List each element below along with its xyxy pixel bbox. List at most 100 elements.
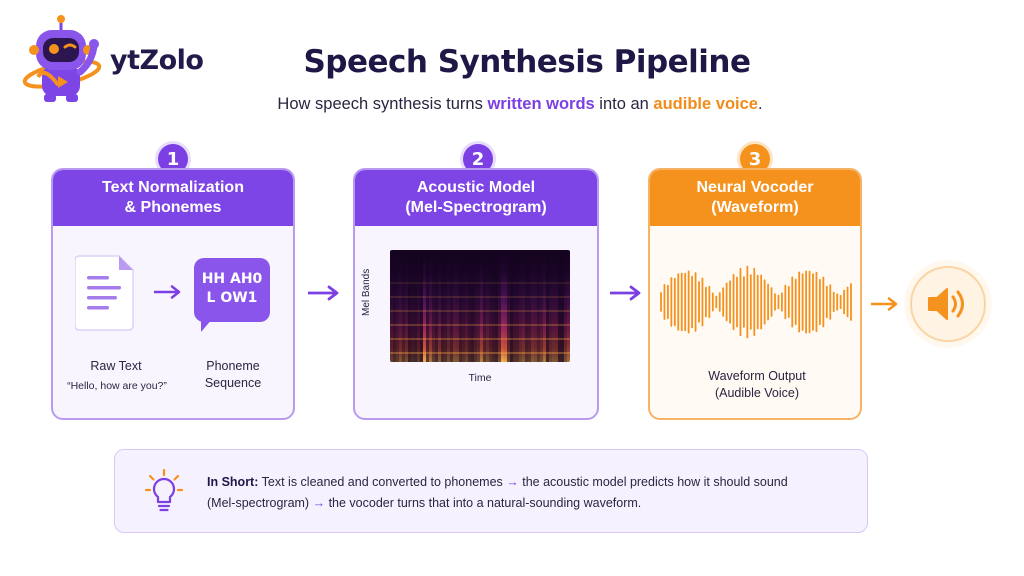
spectrogram-column — [534, 250, 537, 362]
phoneme-label-line1: Phoneme — [206, 359, 260, 373]
waveform-output-label: Waveform Output — [708, 369, 806, 383]
spectrogram-column — [432, 250, 435, 362]
spectrogram-x-label: Time — [468, 372, 492, 384]
brand-logo: ytZolo — [18, 14, 204, 106]
step-2-title-line1: Acoustic Model — [416, 179, 536, 196]
spectrogram-column — [405, 250, 408, 362]
arrow-right-icon — [154, 285, 181, 299]
spectrogram-column — [399, 250, 402, 362]
step-3-header: Neural Vocoder (Waveform) — [650, 170, 860, 226]
spectrogram-harmonic-band — [390, 338, 570, 340]
brand-name: ytZolo — [110, 44, 204, 76]
spectrogram-column — [429, 250, 432, 362]
spectrogram-column — [474, 250, 477, 362]
spectrogram-column — [555, 250, 558, 362]
spectrogram-column — [543, 250, 546, 362]
spectrogram-column — [420, 250, 423, 362]
step-1-title-line2: & Phonemes — [124, 199, 222, 216]
spectrogram-column — [525, 250, 528, 362]
lightbulb-icon — [145, 468, 183, 512]
spectrogram-column — [465, 250, 468, 362]
spectrogram-column — [486, 250, 489, 362]
spectrogram-column — [411, 250, 414, 362]
spectrogram-harmonic-band — [390, 296, 570, 298]
spectrogram-harmonic-band — [390, 310, 570, 312]
spectrogram-column — [390, 250, 393, 362]
spectrogram-column — [501, 250, 504, 362]
spectrogram-column — [510, 250, 513, 362]
step-3-title-line2: (Waveform) — [711, 199, 799, 216]
summary-part1: Text is cleaned and converted to phoneme… — [261, 475, 503, 489]
step-3-card: Neural Vocoder (Waveform) Waveform Outpu… — [648, 168, 862, 420]
spectrogram-column — [480, 250, 483, 362]
spectrogram-column — [438, 250, 441, 362]
spectrogram-image — [390, 250, 570, 362]
spectrogram-column — [459, 250, 462, 362]
spectrogram-y-label: Mel Bands — [361, 268, 372, 316]
spectrogram-column — [402, 250, 405, 362]
page-title: Speech Synthesis Pipeline — [303, 44, 751, 80]
spectrogram-column — [558, 250, 561, 362]
spectrogram-column — [531, 250, 534, 362]
spectrogram-column — [417, 250, 420, 362]
spectrogram-column — [414, 250, 417, 362]
subtitle-middle: into an — [594, 95, 654, 113]
spectrogram-column — [552, 250, 555, 362]
spectrogram-column — [519, 250, 522, 362]
speech-bubble-tail — [201, 318, 213, 332]
arrow-right-icon — [871, 297, 898, 311]
spectrogram-column — [393, 250, 396, 362]
spectrogram-column — [444, 250, 447, 362]
spectrogram-column — [498, 250, 501, 362]
spectrogram-column — [540, 250, 543, 362]
robot-mascot-icon — [22, 15, 102, 102]
spectrogram-column — [408, 250, 411, 362]
summary-part3: (Mel-spectrogram) — [207, 496, 310, 510]
summary-part2: the acoustic model predicts how it shoul… — [522, 475, 788, 489]
step-2-card: Acoustic Model (Mel-Spectrogram) Mel Ban… — [353, 168, 599, 420]
subtitle-highlight-written-words: written words — [487, 95, 595, 113]
phoneme-speech-bubble: HH AH0 L OW1 — [194, 258, 270, 322]
spectrogram-column — [546, 250, 549, 362]
spectrogram-column — [564, 250, 567, 362]
spectrogram-column — [516, 250, 519, 362]
subtitle-suffix: . — [757, 95, 763, 113]
spectrogram-column — [513, 250, 516, 362]
spectrogram-harmonic-band — [390, 324, 570, 326]
spectrogram-column — [522, 250, 525, 362]
phoneme-label-line2: Sequence — [204, 376, 262, 390]
phoneme-line2: L OW1 — [206, 290, 258, 306]
spectrogram-column — [435, 250, 438, 362]
speaker-icon — [928, 288, 964, 320]
spectrogram-harmonic-band — [390, 282, 570, 284]
phoneme-line1: HH AH0 — [201, 271, 263, 287]
arrow-right-icon — [308, 285, 339, 301]
spectrogram-column — [489, 250, 492, 362]
step-1-title-line1: Text Normalization — [102, 179, 244, 196]
audible-voice-label: (Audible Voice) — [714, 386, 800, 400]
spectrogram-column — [507, 250, 510, 362]
spectrogram-column — [471, 250, 474, 362]
summary-box: In Short: Text is cleaned and converted … — [114, 449, 868, 533]
spectrogram-column — [462, 250, 465, 362]
spectrogram-column — [477, 250, 480, 362]
summary-part4: the vocoder turns that into a natural-so… — [328, 496, 642, 510]
spectrogram-column — [483, 250, 486, 362]
spectrogram-column — [567, 250, 570, 362]
spectrogram-column — [537, 250, 540, 362]
spectrogram-column — [450, 250, 453, 362]
spectrogram-column — [453, 250, 456, 362]
spectrogram-column — [423, 250, 426, 362]
speaker-output — [910, 266, 986, 342]
step-3-title-line1: Neural Vocoder — [696, 179, 814, 196]
spectrogram-column — [495, 250, 498, 362]
spectrogram-column — [396, 250, 399, 362]
spectrogram-column — [426, 250, 429, 362]
summary-text: In Short: Text is cleaned and converted … — [207, 472, 847, 514]
page-subtitle: How speech synthesis turns written words… — [0, 95, 1024, 114]
waveform-icon — [660, 265, 852, 339]
spectrogram-column — [468, 250, 471, 362]
spectrogram-column — [561, 250, 564, 362]
step-1-header: Text Normalization & Phonemes — [53, 170, 293, 226]
raw-text-label: Raw Text — [90, 359, 142, 373]
